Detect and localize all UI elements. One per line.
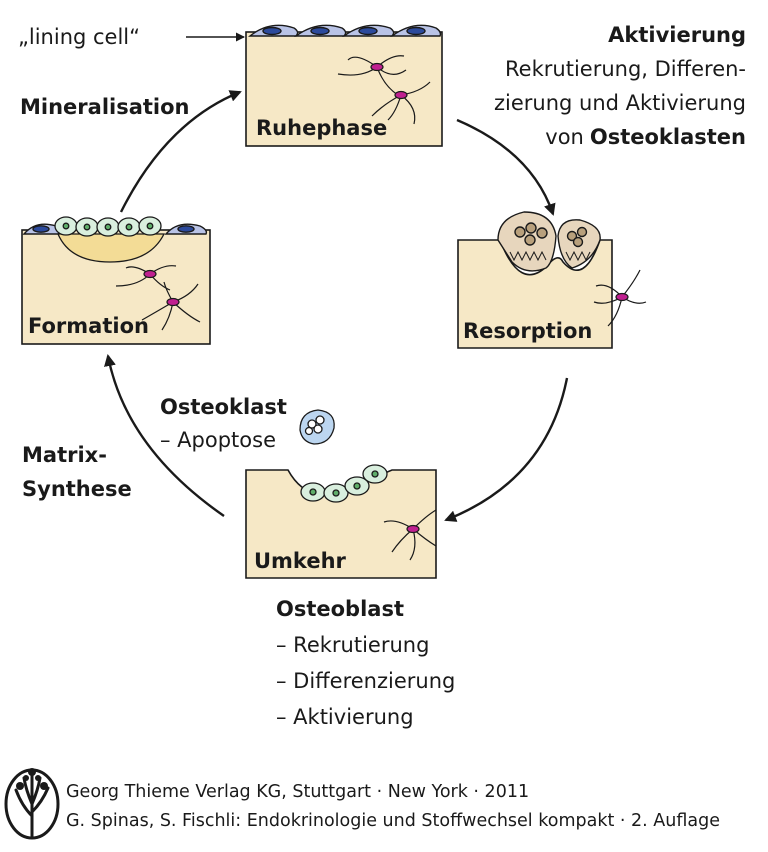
resorption-panel: Resorption (457, 211, 647, 349)
lining-cell-label: „lining cell“ (18, 25, 140, 49)
publisher-logo (4, 768, 60, 840)
aktivierung-line3-prefix: von (545, 125, 584, 149)
lining-cells (248, 24, 442, 37)
ruhephase-panel: Ruhephase (245, 24, 443, 147)
arrow-ruhephase-to-resorption (456, 118, 556, 216)
osteoclasts (497, 211, 601, 272)
osteoblast-item-aktivierung: – Aktivierung (276, 705, 414, 729)
resorption-osteocyte (593, 269, 647, 327)
apoptotic-osteoclast (299, 409, 335, 445)
formation-label: Formation (28, 314, 149, 338)
aktivierung-block: Aktivierung Rekrutierung, Differen- zier… (494, 23, 746, 149)
formation-panel: Formation (21, 216, 211, 345)
osteoklast-apoptose: – Apoptose (160, 428, 276, 452)
cycle-arrows (104, 90, 569, 522)
aktivierung-title: Aktivierung (608, 23, 746, 47)
arrow-formation-to-ruhephase (119, 90, 242, 213)
aktivierung-line1: Rekrutierung, Differen- (505, 57, 746, 81)
umkehr-panel: Umkehr (245, 464, 437, 579)
credit-line-2: G. Spinas, S. Fischli: Endokrinologie un… (66, 811, 720, 831)
osteoblast-item-rekrutierung: – Rekrutierung (276, 633, 429, 657)
osteoklast-title: Osteoklast (160, 395, 287, 419)
umkehr-osteoblasts (300, 464, 388, 503)
osteoblast-item-differenzierung: – Differenzierung (276, 669, 455, 693)
arrow-resorption-to-umkehr (444, 377, 569, 522)
credit-line-1: Georg Thieme Verlag KG, Stuttgart · New … (66, 782, 529, 802)
umkehr-osteocyte (383, 509, 437, 561)
osteoblast-block: Osteoblast – Rekrutierung – Differenzier… (276, 597, 455, 729)
mineralisation-label: Mineralisation (20, 95, 190, 119)
aktivierung-line2: zierung und Aktivierung (494, 91, 746, 115)
resorption-bone (457, 239, 613, 349)
resorption-label: Resorption (463, 319, 592, 343)
umkehr-label: Umkehr (254, 549, 347, 573)
osteoklast-block: Osteoklast – Apoptose (160, 395, 335, 452)
ruhephase-label: Ruhephase (256, 116, 387, 140)
matrix-synthese-line1: Matrix- (22, 443, 107, 467)
matrix-synthese-line2: Synthese (22, 477, 132, 501)
arrow-umkehr-to-formation (104, 354, 225, 517)
formation-osteocytes (115, 265, 201, 331)
formation-osteoblasts (54, 216, 162, 237)
osteoid-layer (57, 233, 166, 263)
osteoblast-title: Osteoblast (276, 597, 404, 621)
ruhephase-bone (245, 31, 443, 147)
formation-lining-cells (22, 223, 208, 235)
aktivierung-line3-bold: Osteoklasten (590, 125, 746, 149)
ruhephase-osteocytes (337, 55, 431, 125)
